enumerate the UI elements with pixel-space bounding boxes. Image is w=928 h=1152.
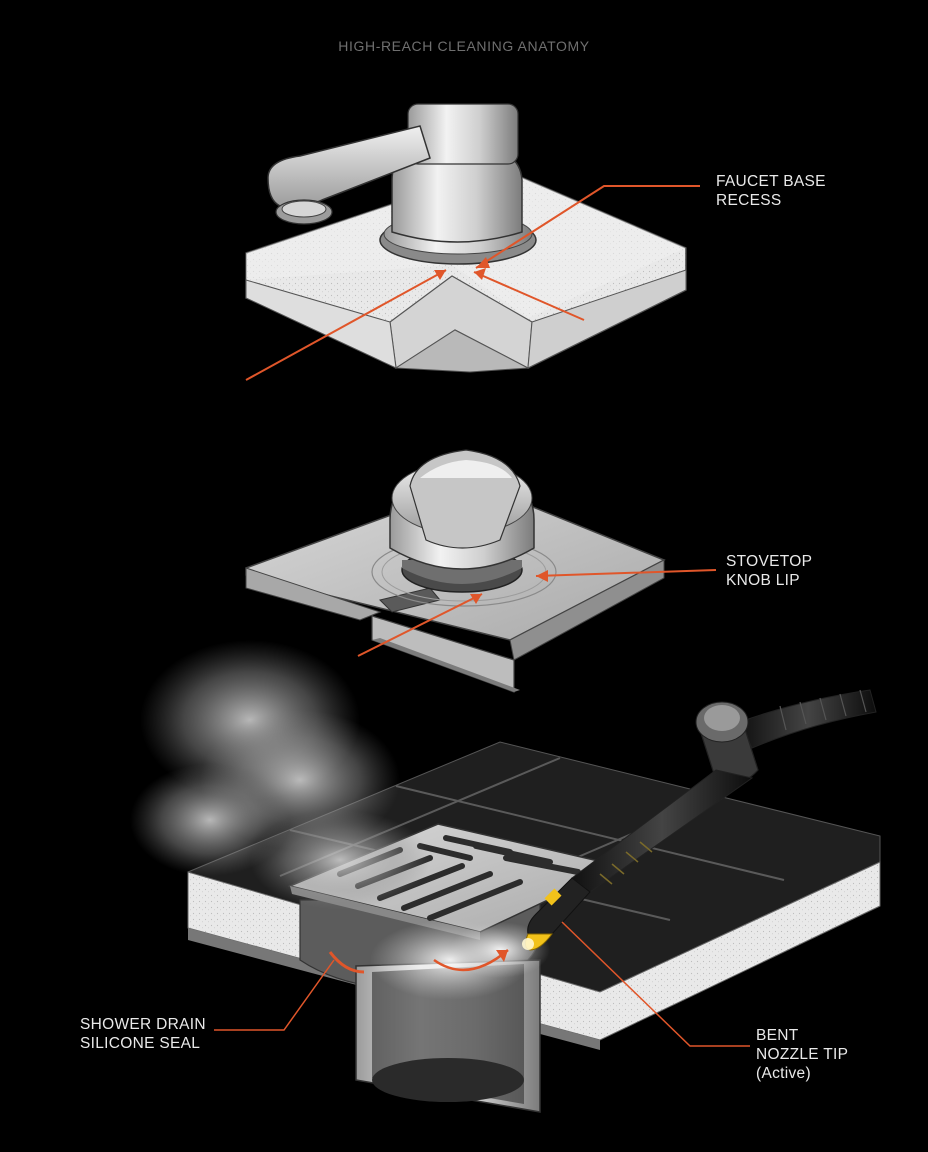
callout-shower-drain-seal: SHOWER DRAIN SILICONE SEAL [80, 1015, 206, 1053]
callout-faucet-base-recess: FAUCET BASE RECESS [716, 172, 826, 210]
callout-line: NOZZLE TIP [756, 1046, 849, 1063]
stove-section [245, 449, 717, 693]
faucet-section [245, 103, 700, 381]
callout-line: STOVETOP [726, 553, 813, 570]
callout-line: BENT [756, 1027, 799, 1044]
callout-line: RECESS [716, 192, 782, 209]
callout-bent-nozzle-tip: BENT NOZZLE TIP (Active) [756, 1026, 848, 1083]
drain-section [130, 640, 881, 1113]
steam-cloud-icon [130, 640, 550, 1000]
callout-line: FAUCET BASE [716, 173, 826, 190]
steam-wand-icon [522, 689, 877, 951]
callout-line: (Active) [756, 1065, 811, 1082]
callout-line: SILICONE SEAL [80, 1035, 201, 1052]
diagram-title: HIGH-REACH CLEANING ANATOMY [338, 38, 590, 54]
callout-line: SHOWER DRAIN [80, 1016, 206, 1033]
callout-stovetop-knob-lip: STOVETOP KNOB LIP [726, 552, 812, 590]
callout-line: KNOB LIP [726, 572, 800, 589]
